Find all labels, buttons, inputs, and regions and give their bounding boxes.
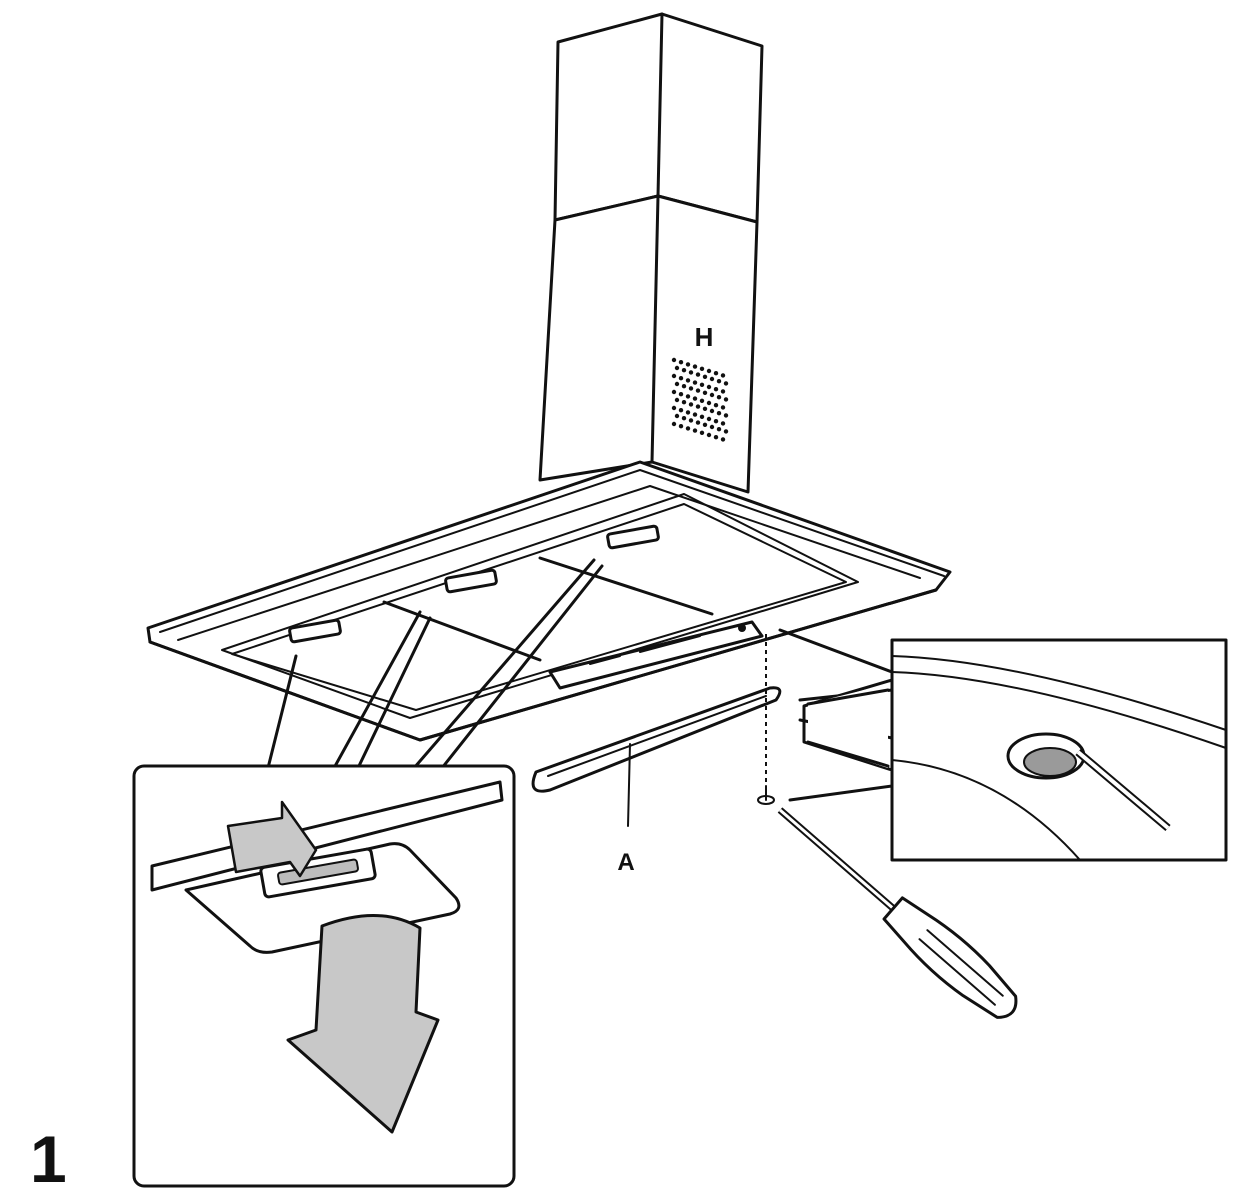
- vent-hole: [709, 408, 715, 414]
- vent-hole: [692, 396, 698, 401]
- vent-hole: [695, 404, 701, 409]
- vent-hole: [695, 388, 701, 393]
- vent-hole: [688, 386, 694, 391]
- vent-grille: [671, 357, 729, 442]
- vent-hole: [692, 380, 698, 385]
- vent-hole: [713, 403, 719, 408]
- vent-hole: [713, 435, 719, 440]
- vent-hole: [678, 376, 684, 381]
- vent-hole: [671, 357, 677, 363]
- vent-hole: [692, 412, 698, 417]
- chimney: [538, 12, 764, 494]
- vent-hole: [716, 427, 722, 432]
- vent-hole: [685, 362, 691, 367]
- screw-icon: [757, 785, 775, 805]
- vent-hole: [681, 400, 687, 405]
- vent-hole: [716, 395, 722, 400]
- vent-hole: [713, 387, 719, 392]
- vent-hole: [716, 379, 722, 384]
- vent-hole: [702, 374, 708, 379]
- vent-hole: [702, 406, 708, 411]
- vent-hole: [681, 368, 687, 373]
- vent-hole: [671, 389, 677, 395]
- vent-hole: [713, 371, 719, 376]
- vent-hole: [695, 420, 701, 425]
- vent-hole: [692, 428, 698, 433]
- vent-hole: [699, 398, 705, 403]
- vent-hole: [699, 366, 705, 371]
- vent-hole: [699, 382, 705, 387]
- screw-detail-callout: [778, 628, 1228, 862]
- vent-hole: [678, 392, 684, 397]
- vent-hole: [702, 390, 708, 395]
- vent-hole: [685, 410, 691, 415]
- vent-hole: [699, 430, 705, 435]
- vent-hole: [706, 416, 712, 422]
- vent-hole: [720, 405, 726, 410]
- vent-hole: [720, 421, 726, 426]
- vent-hole: [685, 394, 691, 399]
- vent-hole: [671, 405, 677, 411]
- vent-hole: [671, 421, 677, 427]
- part-h-label: H: [695, 322, 714, 352]
- down-arrow-icon: [286, 914, 440, 1134]
- vent-hole: [681, 384, 687, 389]
- vent-hole: [723, 381, 729, 386]
- part-a-label: A: [617, 849, 634, 876]
- vent-hole: [720, 389, 726, 394]
- vent-hole: [720, 373, 726, 378]
- vent-hole: [706, 368, 712, 374]
- press-arrow-icon: [226, 800, 318, 878]
- vent-hole: [685, 426, 691, 431]
- vent-hole: [723, 429, 729, 434]
- screwdriver-icon: [777, 807, 1018, 1019]
- vent-hole: [695, 372, 701, 377]
- vent-hole: [678, 360, 684, 365]
- vent-hole: [674, 381, 680, 387]
- vent-hole: [709, 376, 715, 382]
- vent-hole: [674, 397, 680, 403]
- vent-hole: [674, 365, 680, 371]
- vent-hole: [702, 422, 708, 427]
- vent-hole: [678, 408, 684, 413]
- vent-hole: [671, 373, 677, 379]
- vent-hole: [688, 370, 694, 375]
- vent-hole: [720, 437, 726, 442]
- vent-hole: [706, 384, 712, 390]
- vent-hole: [678, 424, 684, 429]
- vent-hole: [688, 402, 694, 407]
- vent-hole: [681, 416, 687, 421]
- vent-hole: [723, 413, 729, 418]
- vent-hole: [709, 392, 715, 398]
- vent-hole: [716, 411, 722, 416]
- vent-hole: [706, 400, 712, 406]
- vent-hole: [674, 413, 680, 419]
- light-cover-part: [531, 686, 782, 827]
- vent-hole: [699, 414, 705, 419]
- step-number: 1: [30, 1122, 67, 1195]
- vent-hole: [709, 424, 715, 430]
- vent-hole: [692, 364, 698, 369]
- vent-hole: [688, 418, 694, 423]
- vent-hole: [706, 432, 712, 438]
- vent-hole: [713, 419, 719, 424]
- vent-hole: [723, 397, 729, 402]
- vent-hole: [685, 378, 691, 383]
